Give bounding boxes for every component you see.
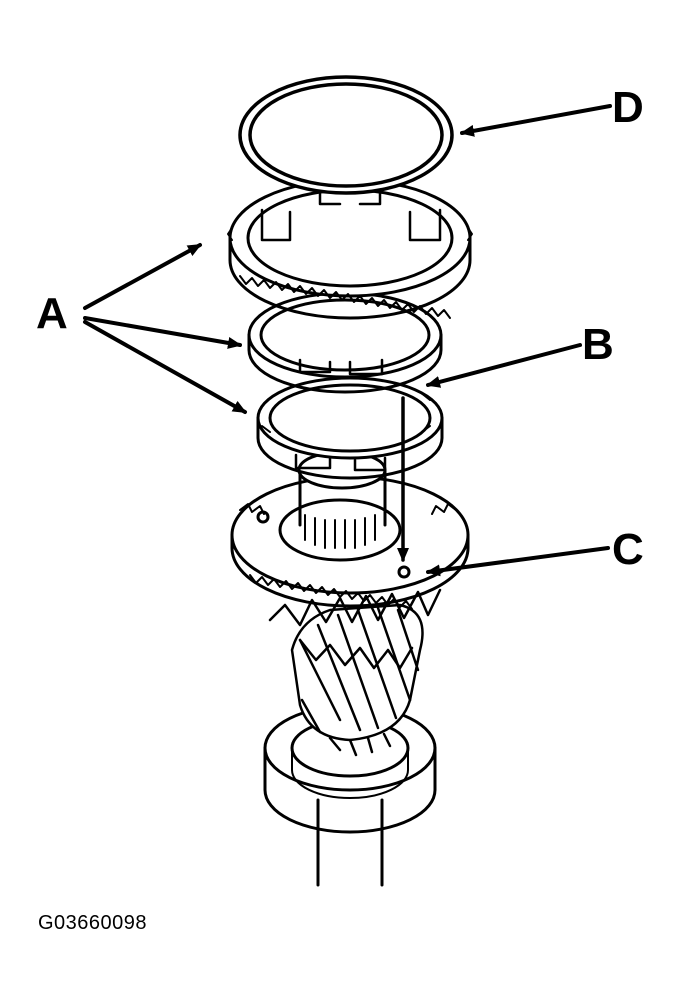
gear-with-synchro-cone	[230, 450, 470, 610]
output-shaft	[316, 798, 384, 887]
leader-c	[426, 546, 610, 577]
callout-c: C	[612, 525, 644, 574]
leader-a-middle	[83, 316, 242, 349]
leader-d	[460, 104, 612, 137]
leader-lines	[83, 104, 612, 577]
synchro-ring-lower	[256, 376, 444, 480]
leader-b	[426, 343, 582, 388]
helical-gear	[268, 588, 442, 757]
figure-code: G03660098	[38, 912, 148, 934]
leader-a-upper	[83, 243, 202, 310]
synchro-ring-upper	[227, 178, 473, 320]
callout-d: D	[612, 83, 644, 132]
leader-a-lower	[83, 320, 247, 414]
snap-ring	[238, 75, 454, 195]
callout-a: A	[36, 289, 68, 338]
callout-b: B	[582, 320, 614, 369]
